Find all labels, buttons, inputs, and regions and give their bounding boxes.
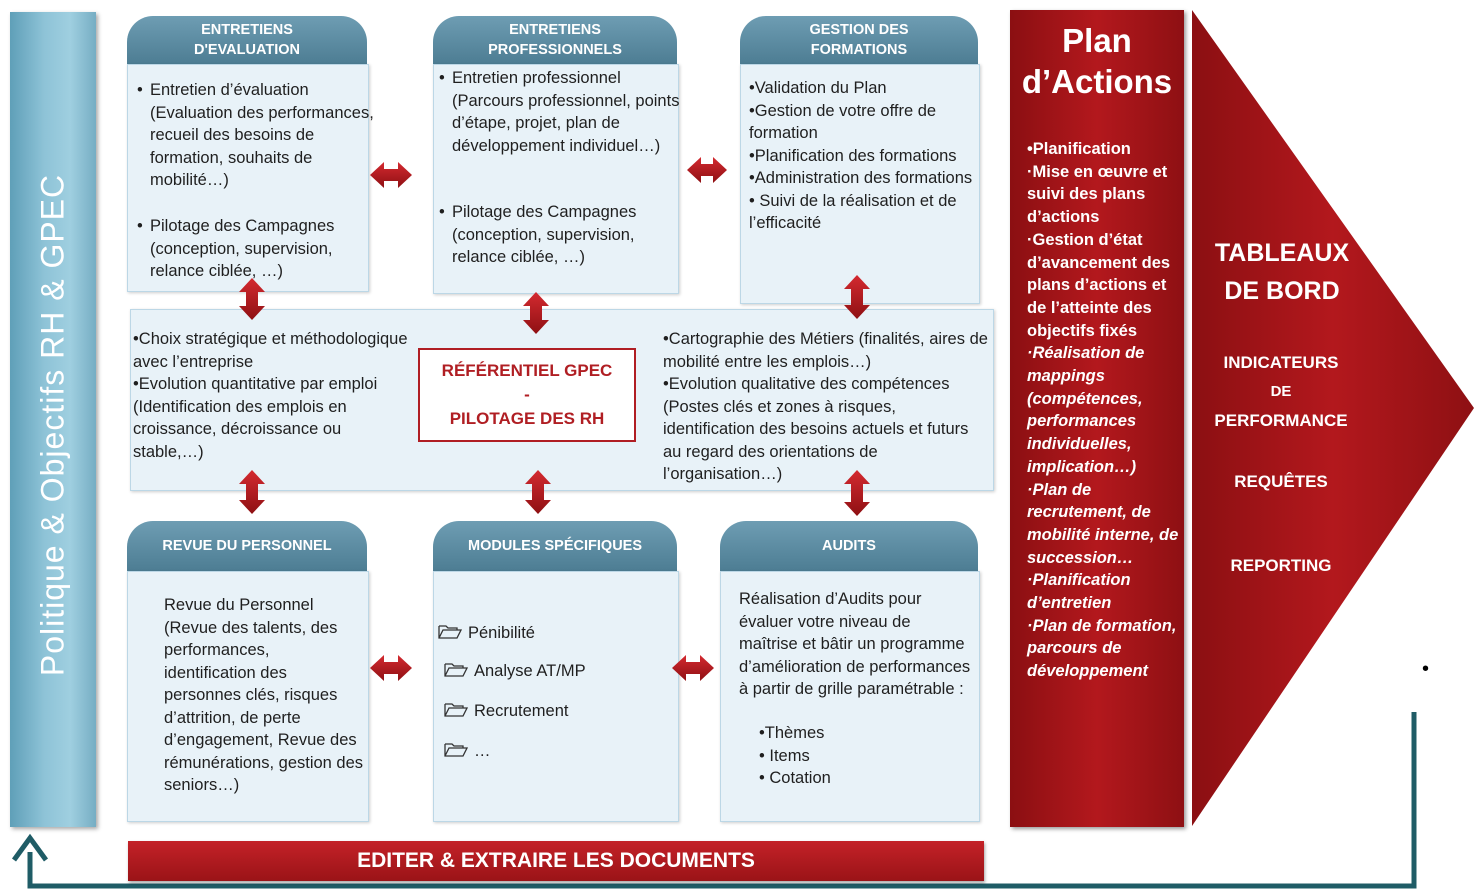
gestion-formations-item: • Suivi de la réalisation et de l’effica… bbox=[749, 191, 957, 233]
referentiel-title: RÉFÉRENTIEL GPEC bbox=[441, 361, 613, 380]
gestion-formations-item: •Validation du Plan bbox=[749, 79, 887, 97]
entretiens-evaluation-title-2: D'EVALUATION bbox=[193, 42, 301, 58]
tableaux-title-line: Tableaux bbox=[1214, 239, 1350, 267]
tableaux-title-line: de Bord bbox=[1224, 277, 1340, 305]
folder-icon bbox=[444, 703, 469, 717]
module-item-more[interactable]: … bbox=[444, 740, 491, 763]
gestion-formations-header: GESTION DES FORMATIONS bbox=[740, 16, 978, 64]
kpi-line: de bbox=[1270, 383, 1292, 400]
modules-specifiques-header: MODULES SPÉCIFIQUES bbox=[433, 521, 677, 571]
double-arrow-v-icon bbox=[844, 275, 870, 319]
plan-item: ·Planification d’entretien bbox=[1027, 571, 1131, 613]
folder-icon bbox=[444, 743, 469, 757]
audits-list: •Thèmes • Items • Cotation bbox=[759, 722, 959, 790]
entretiens-evaluation-item: Pilotage des Campagnes (conception, supe… bbox=[134, 215, 376, 283]
plan-item: ·Gestion d’état d’avancement des plans d… bbox=[1027, 230, 1171, 340]
double-arrow-h-icon bbox=[687, 157, 727, 183]
double-arrow-v-icon bbox=[239, 278, 265, 320]
editer-extraire-button[interactable]: EDITER & EXTRAIRE LES DOCUMENTS bbox=[128, 841, 984, 881]
referentiel-dash: - bbox=[524, 385, 530, 404]
gestion-formations-title-1: GESTION DES bbox=[809, 22, 909, 38]
double-arrow-v-icon bbox=[844, 470, 870, 516]
revue-personnel-title: REVUE DU PERSONNEL bbox=[162, 538, 332, 554]
double-arrow-h-icon bbox=[370, 162, 412, 188]
audits-item: • Cotation bbox=[759, 769, 831, 787]
center-right-text: •Cartographie des Métiers (finalités, ai… bbox=[663, 328, 989, 486]
politique-objectifs-band bbox=[10, 12, 96, 827]
audits-item: • Items bbox=[759, 746, 810, 765]
entretiens-professionnels-header: ENTRETIENS PROFESSIONNELS bbox=[433, 16, 677, 64]
plan-actions-list: •Planification ·Mise en œuvre et suivi d… bbox=[1027, 138, 1181, 683]
entretiens-professionnels-box: Entretien professionnel (Parcours profes… bbox=[433, 64, 679, 294]
module-item-label: Analyse AT/MP bbox=[474, 662, 586, 680]
bullet-dot: • bbox=[1422, 658, 1430, 680]
entretiens-evaluation-box: Entretien d’évaluation (Evaluation des p… bbox=[127, 64, 374, 292]
plan-actions-title: Plan d’Actions bbox=[1010, 20, 1184, 102]
audits-item: •Thèmes bbox=[759, 724, 825, 742]
audits-title: AUDITS bbox=[822, 538, 876, 554]
requetes-label: Requêtes bbox=[1234, 472, 1328, 491]
revue-personnel-header: REVUE DU PERSONNEL bbox=[127, 521, 367, 571]
plan-item: •Planification bbox=[1027, 140, 1131, 158]
reporting-label: Reporting bbox=[1230, 556, 1332, 575]
modules-specifiques-title: MODULES SPÉCIFIQUES bbox=[467, 538, 643, 554]
kpi-line: Performance bbox=[1214, 411, 1348, 430]
gestion-formations-item: •Planification des formations bbox=[749, 146, 957, 165]
audits-box: Réalisation d’Audits pour évaluer votre … bbox=[720, 571, 980, 822]
entretiens-professionnels-title-1: ENTRETIENS bbox=[509, 22, 601, 38]
gestion-formations-item: •Administration des formations bbox=[749, 169, 973, 187]
center-left-item: •Evolution quantitative par emploi (Iden… bbox=[133, 375, 378, 461]
module-item-penibilite[interactable]: Pénibilité bbox=[438, 622, 535, 645]
module-item-analyse[interactable]: Analyse AT/MP bbox=[444, 660, 586, 683]
double-arrow-h-icon bbox=[370, 655, 412, 681]
module-item-label: … bbox=[474, 742, 491, 760]
audits-header: AUDITS bbox=[720, 521, 978, 571]
center-right-item: •Cartographie des Métiers (finalités, ai… bbox=[663, 330, 988, 371]
indicateurs-performance-label: Indicateurs de Performance bbox=[1196, 348, 1366, 435]
up-arrow-icon bbox=[11, 833, 49, 862]
plan-title-line: Plan bbox=[1062, 22, 1132, 59]
plan-item: ·Réalisation de mappings (compétences, p… bbox=[1027, 344, 1145, 476]
tableaux-title: Tableaux de Bord bbox=[1192, 234, 1372, 310]
entretiens-evaluation-item: Entretien d’évaluation (Evaluation des p… bbox=[134, 79, 376, 192]
gestion-formations-box: •Validation du Plan •Gestion de votre of… bbox=[740, 64, 980, 304]
plan-item: ·Plan de recrutement, de mobilité intern… bbox=[1027, 480, 1179, 567]
feedback-line bbox=[27, 712, 1417, 889]
double-arrow-v-icon bbox=[239, 470, 265, 514]
gestion-formations-title-2: FORMATIONS bbox=[810, 42, 908, 58]
module-item-label: Recrutement bbox=[474, 702, 569, 720]
double-arrow-h-icon bbox=[672, 655, 714, 681]
kpi-line: Indicateurs bbox=[1223, 353, 1339, 372]
entretiens-professionnels-title-2: PROFESSIONNELS bbox=[488, 42, 622, 58]
revue-personnel-text: Revue du Personnel (Revue des talents, d… bbox=[164, 596, 364, 794]
plan-actions-panel bbox=[1010, 10, 1184, 827]
audits-text: Réalisation d’Audits pour évaluer votre … bbox=[739, 590, 971, 698]
plan-title-line: d’Actions bbox=[1021, 63, 1173, 100]
entretiens-evaluation-header: ENTRETIENS D'EVALUATION bbox=[127, 16, 367, 64]
revue-personnel-box: Revue du Personnel (Revue des talents, d… bbox=[127, 571, 369, 822]
double-arrow-v-icon bbox=[525, 470, 551, 514]
tableaux-de-bord-chevron bbox=[1192, 10, 1474, 826]
module-item-recrutement[interactable]: Recrutement bbox=[444, 700, 568, 723]
gestion-formations-item: •Gestion de votre offre de formation bbox=[749, 101, 937, 143]
entretiens-professionnels-item: Entretien professionnel (Parcours profes… bbox=[436, 67, 686, 157]
center-left-item: •Choix stratégique et méthodologique ave… bbox=[133, 330, 408, 371]
double-arrow-v-icon bbox=[523, 292, 549, 334]
plan-item: ·Mise en œuvre et suivi des plans d’acti… bbox=[1027, 162, 1168, 227]
center-right-item: •Evolution qualitative des compétences (… bbox=[663, 375, 969, 483]
center-left-text: •Choix stratégique et méthodologique ave… bbox=[133, 328, 415, 463]
folder-icon bbox=[444, 663, 469, 677]
module-item-label: Pénibilité bbox=[468, 624, 535, 642]
modules-specifiques-box: Pénibilité Analyse AT/MP Recrutement … bbox=[433, 571, 679, 822]
plan-item: ·Plan de formation, parcours de développ… bbox=[1027, 616, 1177, 681]
referentiel-gpec-box: RÉFÉRENTIEL GPEC - PILOTAGE DES RH bbox=[418, 348, 636, 442]
entretiens-evaluation-title-1: ENTRETIENS bbox=[201, 22, 293, 38]
folder-icon bbox=[438, 625, 463, 639]
pilotage-title: PILOTAGE DES RH bbox=[449, 409, 605, 428]
entretiens-professionnels-item: Pilotage des Campagnes (conception, supe… bbox=[436, 201, 686, 269]
